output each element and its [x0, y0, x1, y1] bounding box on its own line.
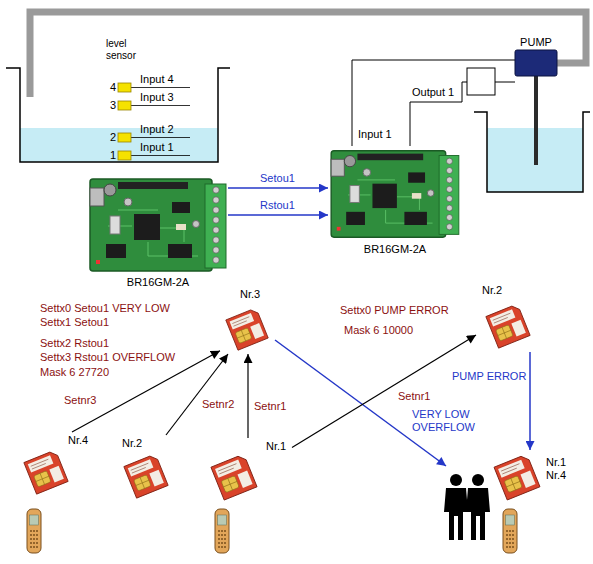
circuit-board — [90, 179, 226, 271]
connector-arrow — [529, 352, 531, 450]
edge-label: Rstou1 — [260, 199, 295, 212]
tank — [6, 68, 230, 162]
command-text: Mask 6 10000 — [344, 324, 413, 337]
circuit-board — [331, 151, 459, 237]
sensor-number: 4 — [110, 81, 116, 94]
node-label: Nr.2 — [482, 284, 502, 297]
command-text: Mask 6 27720 — [40, 366, 109, 379]
edge-label: Setnr1 — [254, 400, 286, 413]
drawing-part — [450, 474, 462, 486]
people — [444, 474, 490, 540]
node-label: Nr.4 — [68, 434, 88, 447]
pipe — [30, 12, 586, 97]
connector-arrow — [228, 214, 328, 216]
drawing-part — [118, 151, 131, 160]
sim-card-picture — [226, 308, 268, 350]
sim-card-picture — [211, 454, 257, 500]
connector-arrow — [166, 354, 228, 435]
mobile-phone — [503, 509, 517, 553]
controller-board: BR16GM-2A — [328, 148, 462, 260]
pump-box: PUMP — [512, 36, 560, 80]
signal-name: Input 2 — [140, 123, 174, 136]
drawing-part — [472, 474, 484, 486]
wire — [410, 82, 467, 146]
sim-card-picture — [24, 450, 68, 494]
sim-card: Nr.1 Nr.4 — [488, 450, 575, 504]
sensor-number: 2 — [110, 131, 116, 144]
signal-name: Input 3 — [140, 91, 174, 104]
edge-label: Setou1 — [260, 172, 295, 185]
drawing-part — [131, 105, 190, 106]
node-label: Nr.3 — [240, 288, 260, 301]
wire — [352, 60, 515, 146]
message-text: VERY LOW OVERFLOW — [412, 408, 478, 434]
drawing-part — [131, 137, 190, 138]
drawing-part — [118, 133, 131, 142]
signal-name: Input 4 — [140, 73, 174, 86]
node-label: Nr.1 Nr.4 — [546, 456, 574, 482]
water — [20, 128, 218, 162]
node-label: BR16GM-2A — [364, 243, 426, 256]
tank — [474, 112, 590, 192]
sensor-number: 1 — [110, 149, 116, 162]
relay-symbol — [467, 68, 495, 95]
controller-board: BR16GM-2A — [88, 176, 228, 294]
pump-symbol — [515, 50, 557, 76]
sim-card: Nr.4 — [20, 432, 96, 500]
edge-label: Setnr2 — [202, 398, 234, 411]
edge-label: PUMP ERROR — [452, 370, 526, 383]
node-label: PUMP — [520, 36, 552, 49]
node-label: Nr.2 — [122, 437, 142, 450]
drawing-part — [444, 488, 468, 540]
sim-card-picture — [486, 304, 530, 348]
command-text: Settx3 Rstou1 OVERFLOW — [40, 351, 175, 364]
edge-label: Setnr3 — [64, 394, 96, 407]
command-text: Settx0 Setou1 VERY LOW — [40, 302, 170, 315]
edge-label: Setnr1 — [398, 390, 430, 403]
connector-arrow — [228, 187, 328, 189]
command-text: Settx2 Rstou1 — [40, 337, 109, 350]
signal-name: Output 1 — [412, 86, 454, 99]
message-arrow — [275, 340, 446, 466]
pump-pipe — [534, 76, 538, 165]
level-sensor — [118, 83, 131, 160]
mobile-phone — [215, 509, 229, 553]
connector-arrow — [247, 354, 248, 438]
signal-name: Input 1 — [358, 128, 392, 141]
mobile-phone — [27, 509, 41, 553]
drawing-part — [118, 83, 131, 92]
node-label: BR16GM-2A — [127, 276, 189, 289]
drawing-part — [466, 488, 490, 540]
sim-card: Nr.2 — [476, 284, 540, 352]
sim-card-picture — [494, 454, 540, 500]
wire — [495, 82, 515, 83]
sim-card-picture — [124, 454, 168, 498]
node-label: Nr.1 — [266, 440, 286, 453]
drawing-part — [131, 87, 190, 88]
drawing-part — [131, 155, 190, 156]
sim-card: Nr.2 — [118, 435, 174, 502]
signal-name: Input 1 — [140, 141, 174, 154]
command-text: Settx1 Setou1 — [40, 316, 109, 329]
sensor-number: 3 — [110, 99, 116, 112]
sensor-caption: level sensor — [106, 38, 148, 62]
sim-card: Nr.1 — [205, 438, 292, 502]
drawing-part — [118, 101, 131, 110]
sim-card: Nr.3 — [220, 288, 274, 354]
sensor-wires — [131, 88, 190, 156]
command-text: Settx0 PUMP ERROR — [340, 304, 449, 317]
